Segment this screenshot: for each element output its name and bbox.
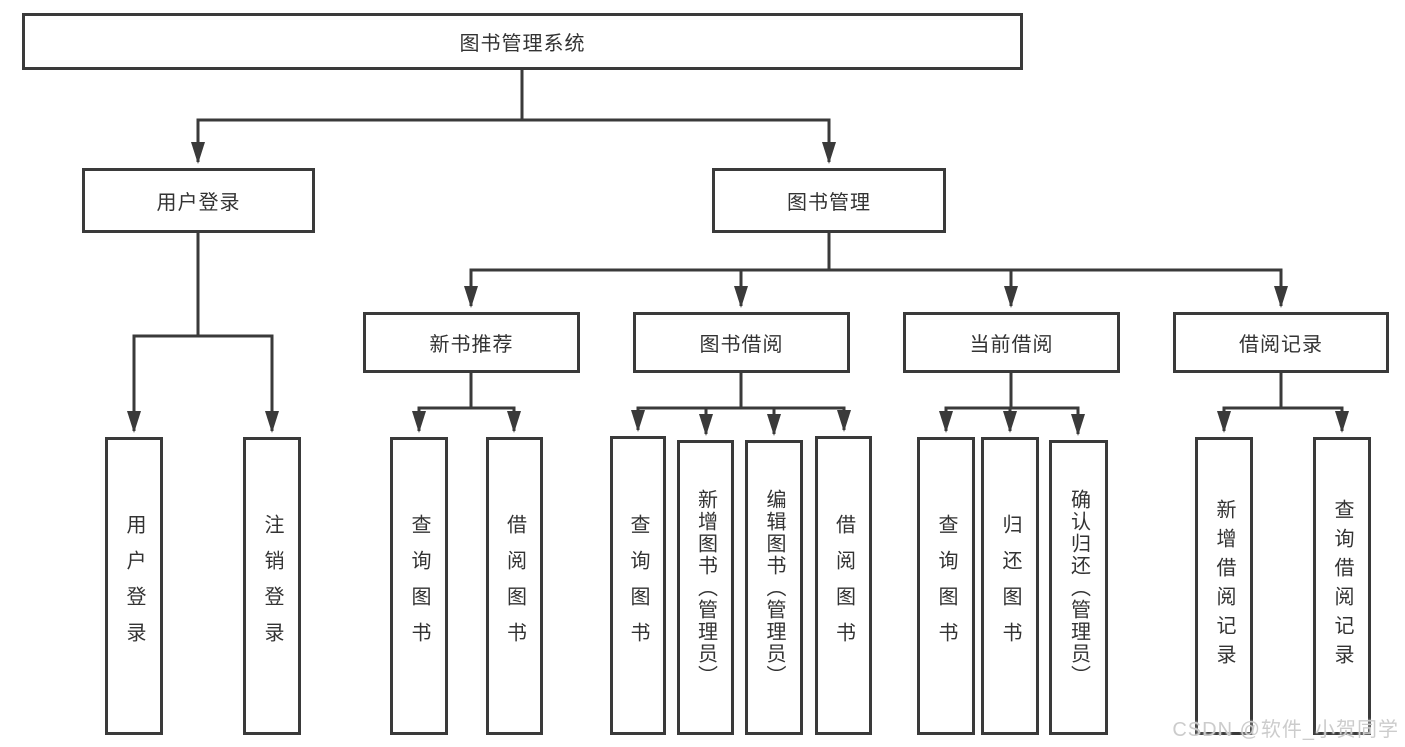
node-label: 图书管理系统 (459, 33, 586, 55)
node-label: 新增借阅记录 (1213, 499, 1235, 673)
leaf-borrow-books: 借阅图书 (815, 436, 872, 735)
node-label: 用户登录 (123, 514, 145, 658)
node-label: 查询借阅记录 (1331, 499, 1353, 673)
node-label: 借阅记录 (1239, 334, 1323, 356)
node-label: 当前借阅 (969, 334, 1054, 356)
node-label: 编辑图书（管理员） (763, 488, 785, 687)
node-label: 新增图书（管理员） (694, 488, 717, 687)
leaf-query-books-borrow: 查询图书 (610, 436, 666, 735)
leaf-user-login: 用户登录 (105, 437, 163, 735)
node-label: 查询图书 (627, 513, 649, 658)
leaf-query-borrow-record: 查询借阅记录 (1313, 437, 1371, 735)
node-root-library-management-system: 图书管理系统 (22, 13, 1023, 70)
node-book-management: 图书管理 (712, 168, 946, 233)
node-label: 查询图书 (935, 514, 957, 658)
leaf-query-books-recommend: 查询图书 (390, 437, 448, 735)
node-book-borrow: 图书借阅 (633, 312, 850, 373)
leaf-add-borrow-record: 新增借阅记录 (1195, 437, 1253, 735)
node-label: 图书借阅 (699, 334, 784, 356)
node-label: 确认归还（管理员） (1067, 488, 1090, 687)
node-label: 借阅图书 (503, 514, 526, 658)
node-current-borrow: 当前借阅 (903, 312, 1120, 373)
csdn-watermark: CSDN @软件_小贺同学 (1172, 719, 1399, 741)
leaf-logout: 注销登录 (243, 437, 301, 735)
leaf-query-books-current: 查询图书 (917, 437, 975, 735)
node-label: 新书推荐 (429, 334, 514, 356)
node-label: 注销登录 (261, 514, 283, 658)
node-label: 借阅图书 (832, 513, 855, 658)
node-label: 用户登录 (156, 192, 241, 214)
leaf-return-book: 归还图书 (981, 437, 1039, 735)
node-label: 图书管理 (787, 192, 871, 214)
node-borrow-records: 借阅记录 (1173, 312, 1389, 373)
node-user-login: 用户登录 (82, 168, 315, 233)
node-label: 查询图书 (408, 514, 430, 658)
node-new-book-recommend: 新书推荐 (363, 312, 580, 373)
node-label: 归还图书 (999, 514, 1021, 658)
leaf-borrow-books-recommend: 借阅图书 (486, 437, 543, 735)
leaf-confirm-return-admin: 确认归还（管理员） (1049, 440, 1108, 735)
leaf-add-book-admin: 新增图书（管理员） (677, 440, 734, 735)
leaf-edit-book-admin: 编辑图书（管理员） (745, 440, 803, 735)
